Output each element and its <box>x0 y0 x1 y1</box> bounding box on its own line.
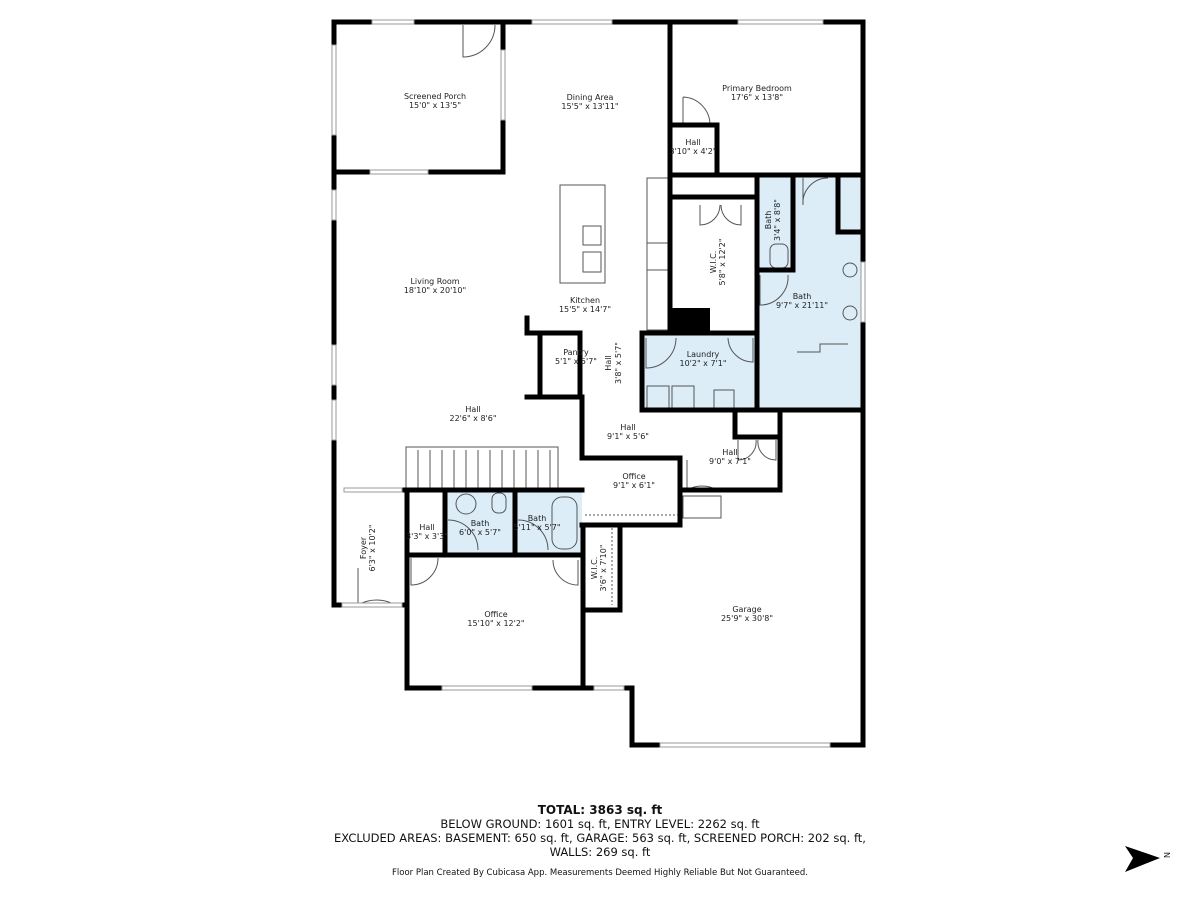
room-dims-wic-b: 3'6" x 7'10" <box>599 544 608 591</box>
primary-bath-fill <box>757 175 863 410</box>
room-dims-pantry: 5'1" x 5'7" <box>555 357 597 366</box>
room-name-hall-d: Hall <box>620 423 635 432</box>
room-name-foyer: Foyer <box>359 536 368 559</box>
room-labels: Screened Porch 15'0" x 13'5" Dining Area… <box>359 84 828 628</box>
room-name-hall-b: Hall <box>604 355 613 370</box>
bath-d-fill <box>515 490 582 555</box>
room-name-dining-area: Dining Area <box>567 93 614 102</box>
room-dims-bath-c: 6'0" x 5'7" <box>459 528 501 537</box>
room-dims-laundry: 10'2" x 7'1" <box>679 359 726 368</box>
room-name-bath-d: Bath <box>528 514 547 523</box>
room-name-bath-a: Bath <box>764 211 773 230</box>
room-name-hall-c: Hall <box>465 405 480 414</box>
room-dims-foyer: 6'3" x 10'2" <box>368 524 377 571</box>
room-dims-hall-a: 3'10" x 4'2" <box>669 147 716 156</box>
windows <box>331 19 866 748</box>
room-dims-bath-b: 9'7" x 21'11" <box>776 301 828 310</box>
total-area: TOTAL: 3863 sq. ft <box>537 803 663 817</box>
area-breakdown-line-1: BELOW GROUND: 1601 sq. ft, ENTRY LEVEL: … <box>440 817 760 831</box>
compass-label: N <box>1163 852 1172 858</box>
area-breakdown-line-3: WALLS: 269 sq. ft <box>549 845 651 859</box>
room-dims-bath-d: 5'11" x 5'7" <box>513 523 560 532</box>
room-name-garage: Garage <box>732 605 761 614</box>
walls <box>331 19 866 748</box>
room-dims-living-room: 18'10" x 20'10" <box>404 286 466 295</box>
room-name-hall-a: Hall <box>685 138 700 147</box>
room-name-pantry: Pantry <box>563 348 589 357</box>
laundry-fill <box>642 333 757 410</box>
room-dims-hall-c: 22'6" x 8'6" <box>449 414 496 423</box>
room-name-office-b: Office <box>484 610 507 619</box>
room-dims-garage: 25'9" x 30'8" <box>721 614 773 623</box>
room-name-hall-f: Hall <box>419 523 434 532</box>
room-name-living-room: Living Room <box>410 277 459 286</box>
room-name-screened-porch: Screened Porch <box>404 92 466 101</box>
chase-block <box>670 308 710 333</box>
area-breakdown-line-2: EXCLUDED AREAS: BASEMENT: 650 sq. ft, GA… <box>334 831 866 845</box>
north-arrow-icon: N <box>1125 846 1172 872</box>
room-dims-bath-a: 3'4" x 8'8" <box>773 199 782 241</box>
room-name-bath-b: Bath <box>793 292 812 301</box>
room-dims-office-a: 9'1" x 6'1" <box>613 481 655 490</box>
room-name-kitchen: Kitchen <box>570 296 600 305</box>
room-dims-primary-bedroom: 17'6" x 13'8" <box>731 93 783 102</box>
room-name-hall-e: Hall <box>722 448 737 457</box>
room-dims-dining-area: 15'5" x 13'11" <box>561 102 618 111</box>
room-name-laundry: Laundry <box>687 350 720 359</box>
room-dims-hall-f: 3'3" x 3'3" <box>406 532 448 541</box>
room-name-bath-c: Bath <box>471 519 490 528</box>
staircase <box>405 446 559 491</box>
disclaimer: Floor Plan Created By Cubicasa App. Meas… <box>392 868 808 878</box>
wet-areas <box>445 175 863 555</box>
room-name-office-a: Office <box>622 472 645 481</box>
room-name-wic-b: W.I.C. <box>590 557 599 580</box>
room-dims-wic-a: 5'8" x 12'2" <box>718 238 727 285</box>
room-name-wic-a: W.I.C. <box>709 251 718 274</box>
room-dims-screened-porch: 15'0" x 13'5" <box>409 101 461 110</box>
room-dims-hall-d: 9'1" x 5'6" <box>607 432 649 441</box>
room-dims-office-b: 15'10" x 12'2" <box>467 619 524 628</box>
room-dims-kitchen: 15'5" x 14'7" <box>559 305 611 314</box>
room-dims-hall-b: 3'8" x 5'7" <box>614 342 623 384</box>
room-name-primary-bedroom: Primary Bedroom <box>722 84 792 93</box>
room-dims-hall-e: 9'0" x 7'1" <box>709 457 751 466</box>
